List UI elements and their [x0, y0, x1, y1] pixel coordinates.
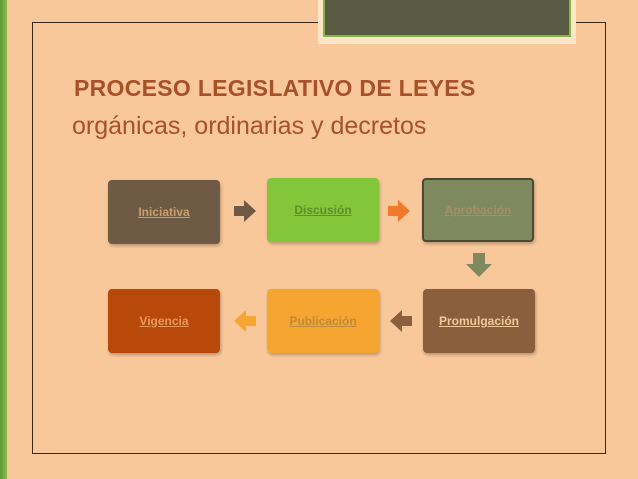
step-label: Publicación [289, 314, 357, 328]
step-aprobacion[interactable]: Aprobación [422, 178, 534, 242]
arrow-left-icon [234, 310, 256, 332]
step-iniciativa[interactable]: Iniciativa [108, 180, 220, 244]
title-tab-panel [323, 0, 571, 37]
step-label: Promulgación [438, 314, 519, 328]
title-tab [318, 0, 576, 44]
step-label: Iniciativa [138, 205, 190, 219]
arrow-right-icon [388, 200, 410, 222]
step-vigencia[interactable]: Vigencia [108, 289, 220, 353]
slide-title: PROCESO LEGISLATIVO DE LEYES [74, 75, 476, 101]
arrow-down-icon [466, 253, 492, 277]
left-accent-stripe [0, 0, 7, 479]
step-promulgacion[interactable]: Promulgación [423, 289, 535, 353]
step-label: Vigencia [139, 314, 189, 328]
arrow-left-icon [390, 310, 412, 332]
step-discusion[interactable]: Discusión [267, 178, 379, 242]
step-publicacion[interactable]: Publicación [267, 289, 379, 353]
arrow-right-icon [234, 200, 256, 222]
step-label: Aprobación [444, 203, 512, 217]
step-label: Discusión [294, 203, 352, 217]
slide-subtitle: orgánicas, ordinarias y decretos [72, 112, 427, 140]
